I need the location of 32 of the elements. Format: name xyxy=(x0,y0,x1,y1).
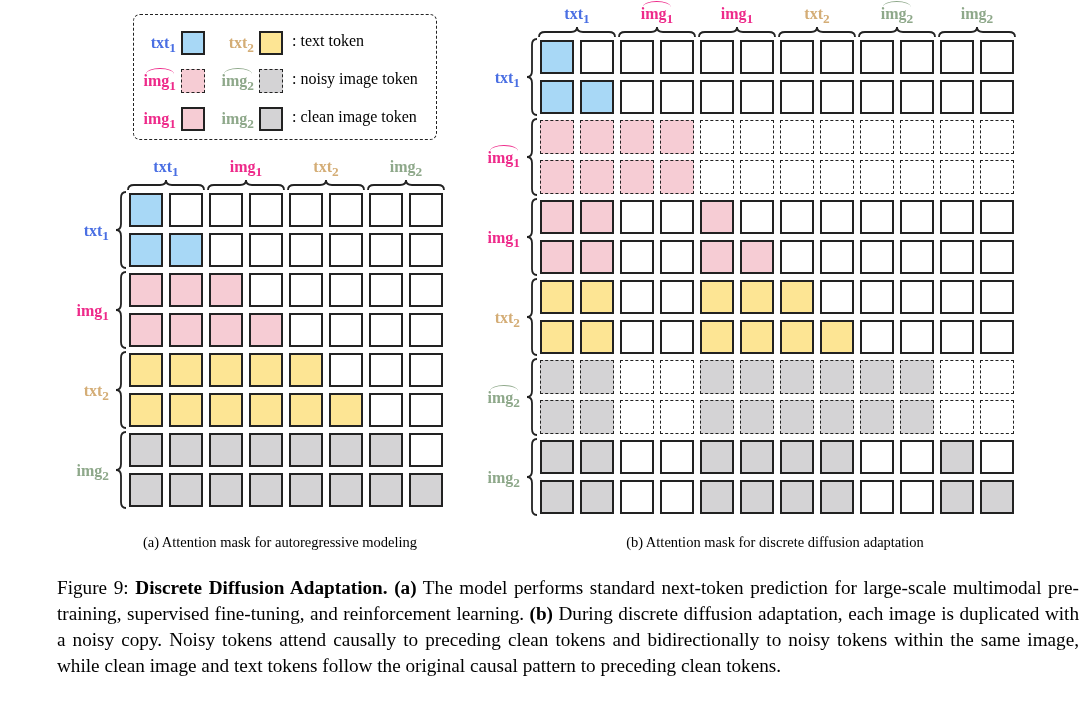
column-label: img$_{2}$ xyxy=(389,157,423,182)
legend-text: : clean image token xyxy=(292,108,417,126)
row-label: txt$_{1}$ xyxy=(494,68,520,93)
legend-label: img$_{2}$ xyxy=(221,109,254,134)
subfigure-caption: (a) Attention mask for autoregressive modeling xyxy=(142,534,418,551)
column-label: img$_{1}$ xyxy=(229,157,263,182)
row-label: img$_{2}$ xyxy=(487,384,520,413)
figure-caption: Figure 9: Discrete Diffusion Adaptation. (a) The model performs standard next-token prediction for large-scale multimodal pre-training, supervised fine-tuning, and reinforcement learning. (b) During discrete diffusion adaptation, each image is duplicated with a noisy copy. Noisy tokens attend causally to preceding clean tokens and bidirectionally to noisy tokens within the same image, while clean image and text tokens follow the original causal pattern to preceding clean tokens. xyxy=(57,576,1079,678)
column-label: txt$_{2}$ xyxy=(804,4,830,29)
column-label: txt$_{1}$ xyxy=(564,4,590,29)
column-label: img$_{1}$ xyxy=(720,4,754,29)
row-label: txt$_{2}$ xyxy=(83,381,109,406)
row-label: img$_{1}$ xyxy=(487,228,520,253)
legend-label: img$_{1}$ xyxy=(143,109,176,134)
column-label: txt$_{1}$ xyxy=(153,157,179,182)
row-label: txt$_{1}$ xyxy=(83,221,109,246)
legend-label: img$_{1}$ xyxy=(143,67,176,96)
column-label: img$_{2}$ xyxy=(960,4,994,29)
subfigure-caption: (b) Attention mask for discrete diffusion adaptation xyxy=(626,534,924,551)
row-label: img$_{1}$ xyxy=(76,301,109,326)
column-label: img$_{1}$ xyxy=(640,0,674,29)
column-label: img$_{2}$ xyxy=(880,0,914,29)
row-label: img$_{2}$ xyxy=(76,461,109,486)
row-label: img$_{2}$ xyxy=(487,468,520,493)
legend-text: : noisy image token xyxy=(292,70,418,88)
row-label: txt$_{2}$ xyxy=(494,308,520,333)
legend-text: : text token xyxy=(292,32,364,50)
legend-label: txt$_{2}$ xyxy=(228,33,254,58)
row-label: img$_{1}$ xyxy=(487,144,520,173)
column-label: txt$_{2}$ xyxy=(313,157,339,182)
legend-label: img$_{2}$ xyxy=(221,67,254,96)
legend-label: txt$_{1}$ xyxy=(150,33,176,58)
